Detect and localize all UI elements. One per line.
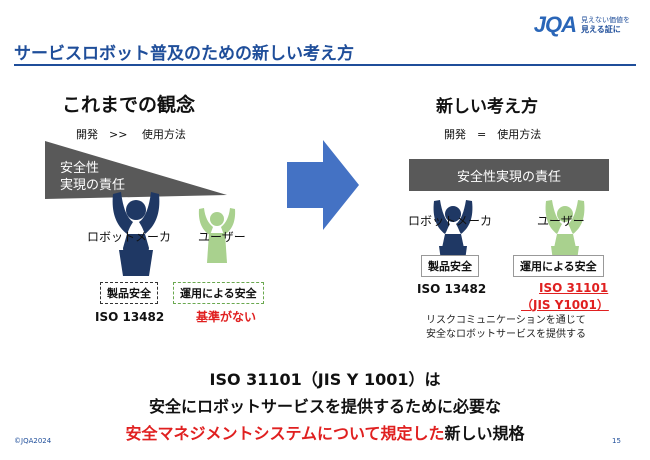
responsibility-wedge — [45, 141, 227, 199]
title-divider — [14, 64, 636, 66]
copyright: ©JQA2024 — [14, 437, 52, 445]
right-user-label: ユーザー — [537, 214, 585, 228]
page-number: 15 — [612, 437, 621, 445]
logo-tagline-line1: 見えない価値を — [581, 16, 630, 24]
right-responsibility-box: 安全性実現の責任 — [409, 159, 609, 191]
right-manufacturer-label: ロボットメーカ — [408, 214, 493, 228]
right-iso-31101: ISO 31101 — [539, 281, 609, 295]
jqa-logo: JQA 見えない価値を 見える証に — [534, 12, 630, 38]
right-jis-y1001: （JIS Y1001） — [521, 298, 609, 312]
user-figure-icon — [198, 208, 236, 263]
right-note-line1: リスクコミュニケーションを通じて — [426, 315, 586, 326]
responsibility-line1: 安全性 — [60, 161, 100, 176]
responsibility-text-left: 安全性 実現の責任 — [60, 160, 125, 194]
right-note: リスクコミュニケーションを通じて 安全なロボットサービスを提供する — [426, 314, 586, 342]
right-iso-13482: ISO 13482 — [417, 282, 487, 296]
left-product-safety-box: 製品安全 — [100, 282, 158, 304]
left-relation: 開発 >> 使用方法 — [76, 128, 186, 141]
logo-mark: JQA — [533, 12, 577, 37]
logo-tagline: 見えない価値を 見える証に — [581, 16, 630, 34]
summary-line3: 安全マネジメントシステムについて規定した新しい規格 — [0, 420, 650, 444]
right-arrow-icon — [287, 140, 359, 230]
manufacturer-figure-icon — [112, 192, 160, 276]
left-operation-safety-box: 運用による安全 — [173, 282, 264, 304]
left-user-label: ユーザー — [198, 230, 246, 244]
right-product-safety-box: 製品安全 — [421, 255, 479, 277]
summary-line3-highlight: 安全マネジメントシステムについて規定した — [125, 424, 445, 443]
left-iso-13482: ISO 13482 — [95, 310, 165, 324]
responsibility-line2: 実現の責任 — [60, 178, 126, 193]
right-note-line2: 安全なロボットサービスを提供する — [426, 329, 586, 340]
responsibility-triangle — [45, 141, 227, 199]
left-no-standard: 基準がない — [196, 310, 257, 324]
right-heading: 新しい考え方 — [436, 97, 538, 117]
left-heading: これまでの観念 — [62, 94, 196, 116]
right-operation-safety-box: 運用による安全 — [513, 255, 604, 277]
left-manufacturer-label: ロボットメーカ — [87, 230, 172, 244]
summary-line1: ISO 31101（JIS Y 1001）は — [209, 370, 441, 389]
logo-tagline-line2: 見える証に — [581, 25, 621, 34]
summary-line3-rest: 新しい規格 — [444, 424, 525, 443]
summary-line2: 安全にロボットサービスを提供するために必要な — [148, 397, 501, 416]
right-relation: 開発 = 使用方法 — [444, 128, 542, 141]
slide-title: サービスロボット普及のための新しい考え方 — [14, 44, 354, 64]
